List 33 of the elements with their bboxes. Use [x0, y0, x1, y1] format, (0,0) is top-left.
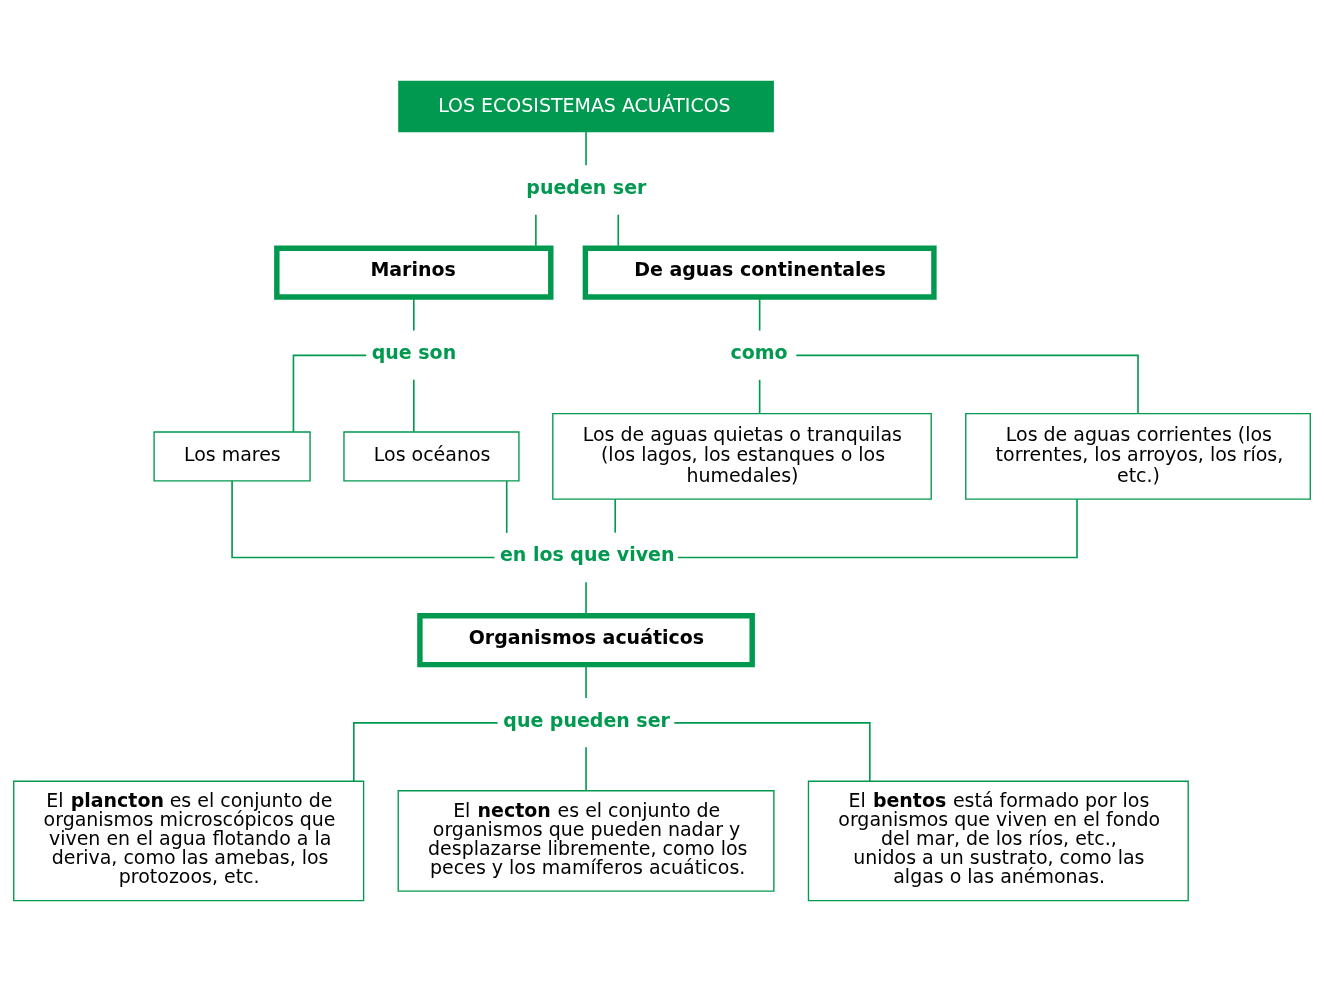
node-box: Marinos	[274, 245, 554, 300]
node-text: que son	[371, 341, 457, 364]
node-text: que pueden ser	[503, 708, 670, 731]
node-box: De aguas continentales	[582, 245, 937, 300]
node-box: El necton es el conjunto de organismos que pueden nadar y desplazarse libremente, como los peces y los mamíferos acuáticos.	[397, 790, 775, 892]
connector	[758, 296, 761, 332]
node-text: pueden ser	[526, 175, 647, 198]
connector	[231, 480, 496, 559]
connector	[758, 379, 761, 415]
connector	[413, 379, 415, 433]
node-box: Organismos acuáticos	[417, 613, 755, 668]
connector	[585, 664, 587, 699]
connector	[585, 746, 587, 792]
node-box: Los de aguas corrientes (los torrentes, los arroyos, los ríos, etc.)	[965, 413, 1311, 500]
node-box: Los océanos	[343, 431, 520, 482]
node-box: LOS ECOSISTEMAS ACUÁTICOS	[398, 80, 774, 133]
connector	[617, 213, 620, 249]
node-box: El plancton es el conjunto de organismos microscópicos que viven en el agua flotando a la deriva, como las amebas, los protozoos, etc.	[13, 780, 365, 902]
connector	[292, 354, 368, 433]
connector	[535, 213, 537, 249]
node-box: Los mares	[153, 431, 311, 482]
connector	[795, 354, 1139, 415]
node-text: en los que viven	[499, 543, 675, 566]
connector	[413, 296, 415, 332]
connector	[505, 480, 508, 534]
node-box: El bentos está formado por los organismos que viven en el fondo del mar, de los ríos, etc., unidos a un sustrato, como las algas o las anémonas.	[807, 780, 1189, 902]
node-text: como	[730, 341, 788, 364]
connector	[677, 498, 1078, 559]
connector	[614, 498, 617, 534]
connector	[585, 131, 587, 166]
connector	[673, 722, 871, 783]
connector	[353, 722, 499, 783]
node-box: Los de aguas quietas o tranquilas (los lagos, los estanques o los humedales)	[552, 413, 932, 500]
